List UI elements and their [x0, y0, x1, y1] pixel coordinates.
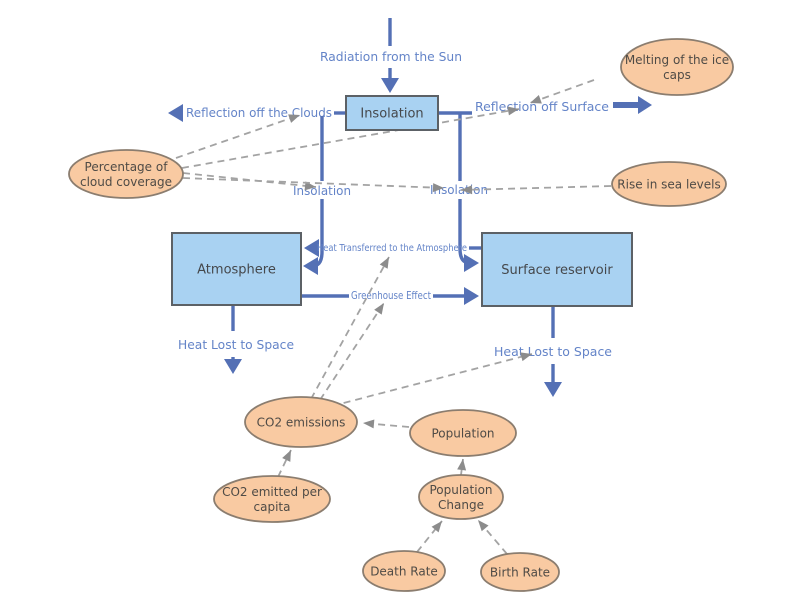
- flow-arrowhead-icon: [304, 239, 319, 257]
- link-arrowhead-icon: [478, 520, 489, 532]
- link-arrowhead-icon: [507, 106, 519, 116]
- flow-label-insolation-left[interactable]: Insolation: [293, 184, 351, 198]
- link-co2-emissions-to-greenhouse-effect: [319, 302, 385, 401]
- link-arrowhead-icon: [432, 183, 444, 193]
- stock-group-insolation: Insolation: [345, 95, 439, 131]
- variable-group-population: Population: [409, 409, 517, 457]
- flow-label-radiation-from-the-sun[interactable]: Radiation from the Sun: [320, 50, 462, 64]
- link-arrowhead-icon: [461, 185, 473, 195]
- link-co2-per-capita-to-co2-emissions: [277, 449, 292, 478]
- link-arrowhead-icon: [431, 521, 442, 533]
- flow-heat-lost-to-space-left: Heat Lost to Space: [178, 305, 294, 374]
- link-population-to-co2-emissions: [362, 419, 410, 429]
- flow-arrowhead-icon: [224, 359, 242, 374]
- stock-atmosphere[interactable]: [171, 232, 302, 306]
- flow-arrowhead-icon: [464, 287, 479, 305]
- link-line[interactable]: [310, 256, 390, 400]
- variable-death-rate[interactable]: [362, 550, 446, 592]
- flow-label-reflection-off-surface[interactable]: Reflection off Surface: [475, 100, 609, 114]
- flow-radiation-from-the-sun: Radiation from the Sun: [320, 18, 462, 93]
- link-line[interactable]: [331, 353, 533, 407]
- flow-insolation-left: Insolation: [293, 116, 351, 275]
- flow-arrowhead-icon: [381, 78, 399, 93]
- link-arrowhead-icon: [520, 352, 532, 362]
- link-arrowhead-icon: [282, 450, 291, 462]
- variable-rise-in-sea-levels[interactable]: [611, 161, 727, 207]
- link-melting-ice-caps-to-reflection-surface: [529, 79, 595, 104]
- variable-population-change[interactable]: [418, 474, 504, 520]
- link-arrowhead-icon: [379, 257, 389, 269]
- link-population-change-to-population: [457, 458, 467, 476]
- link-cloud-coverage-to-reflection-surface: [181, 106, 520, 169]
- link-cloud-coverage-to-insolation-right: [182, 177, 445, 193]
- flow-arrowhead-icon: [613, 96, 652, 114]
- stock-surface-reservoir[interactable]: [481, 232, 633, 307]
- flow-heat-transferred-to-the-atmosphere: Heat Transferred to the Atmosphere: [304, 239, 482, 257]
- variable-group-rise-in-sea-levels: Rise in sea levels: [611, 161, 727, 207]
- variable-co2-emissions[interactable]: [244, 396, 358, 448]
- link-line[interactable]: [460, 185, 612, 191]
- link-co2-emissions-to-heat-transferred: [310, 256, 390, 400]
- link-arrowhead-icon: [457, 459, 467, 471]
- variable-melting-of-the-ice-caps[interactable]: [620, 38, 734, 96]
- flow-reflection-off-surface: Reflection off Surface: [438, 96, 652, 115]
- variable-group-co2-emissions: CO2 emissions: [244, 396, 358, 448]
- flow-label-heat-lost-to-space-left[interactable]: Heat Lost to Space: [178, 338, 294, 352]
- stock-label: Insolation: [360, 107, 423, 122]
- link-line[interactable]: [175, 114, 301, 159]
- flow-line: [311, 199, 324, 268]
- variable-label: Birth Rate: [490, 566, 550, 580]
- variable-percentage-of-cloud-coverage[interactable]: [68, 149, 184, 199]
- stock-group-atmosphere: Atmosphere: [171, 232, 302, 306]
- flow-label-insolation-right[interactable]: Insolation: [430, 183, 488, 197]
- stock-label: Atmosphere: [197, 263, 276, 278]
- flow-arrowhead-icon: [168, 104, 183, 122]
- flow-label-greenhouse-effect[interactable]: Greenhouse Effect: [351, 290, 431, 302]
- flow-greenhouse-effect: Greenhouse Effect: [301, 287, 479, 305]
- variable-co2-emitted-per-capita[interactable]: [213, 475, 331, 523]
- stock-insolation[interactable]: [345, 95, 439, 131]
- link-death-rate-to-population-change: [416, 520, 443, 553]
- flow-arrowhead-icon: [303, 257, 318, 275]
- variable-population[interactable]: [409, 409, 517, 457]
- flow-arrowhead-icon: [544, 382, 562, 397]
- link-arrowhead-icon: [363, 419, 375, 429]
- link-arrowhead-icon: [374, 303, 384, 315]
- variable-birth-rate[interactable]: [480, 552, 560, 592]
- stock-label: Surface reservoir: [501, 263, 613, 278]
- variable-group-death-rate: Death Rate: [362, 550, 446, 592]
- link-line[interactable]: [181, 108, 520, 169]
- flow-label-reflection-off-the-clouds[interactable]: Reflection off the Clouds: [186, 106, 332, 120]
- link-rise-in-sea-levels-to-insolation-right: [460, 185, 612, 195]
- flow-label-heat-lost-to-space-right[interactable]: Heat Lost to Space: [494, 345, 612, 359]
- variable-label: CO2 emissions: [257, 416, 346, 430]
- link-line[interactable]: [319, 302, 385, 401]
- variable-label: Rise in sea levels: [617, 178, 720, 192]
- link-co2-emissions-to-heat-lost-right: [331, 352, 533, 407]
- variable-label: Death Rate: [370, 565, 438, 579]
- variable-group-birth-rate: Birth Rate: [480, 552, 560, 592]
- flow-insolation-right: Insolation: [430, 113, 488, 272]
- link-line[interactable]: [182, 177, 445, 189]
- variable-label: Population: [431, 427, 494, 441]
- flow-heat-lost-to-space-right: Heat Lost to Space: [494, 306, 612, 397]
- link-arrowhead-icon: [530, 95, 542, 104]
- stock-group-surface-reservoir: Surface reservoir: [481, 232, 633, 307]
- link-birth-rate-to-population-change: [477, 519, 508, 555]
- link-line[interactable]: [416, 520, 443, 553]
- flow-reflection-off-the-clouds: Reflection off the Clouds: [168, 104, 346, 122]
- link-arrowhead-icon: [288, 114, 300, 123]
- flow-arrowhead-icon: [464, 254, 479, 272]
- link-cloud-coverage-to-reflection-clouds: [175, 114, 301, 159]
- flow-label-heat-transferred-to-the-atmosphere[interactable]: Heat Transferred to the Atmosphere: [317, 243, 467, 254]
